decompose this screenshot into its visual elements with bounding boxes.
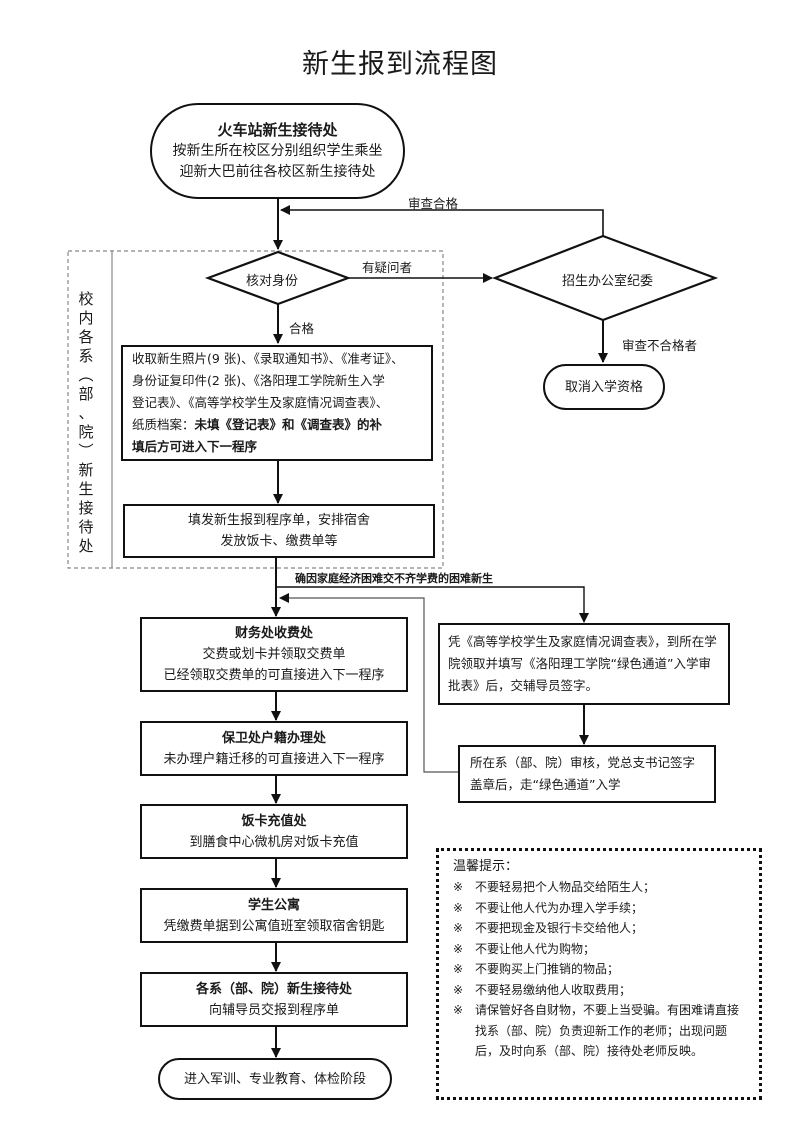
cancel-admission-node: 取消入学资格 [543,364,665,410]
issue-forms-node: 填发新生报到程序单，安排宿舍 发放饭卡、缴费单等 [123,504,435,558]
tip-item: ※ 不要轻易把个人物品交给陌生人； [453,877,745,898]
tip-item: ※ 不要把现金及银行卡交给他人； [453,918,745,939]
green-channel-apply-node: 凭《高等学校学生及家庭情况调查表》，到所在学院领取并填写《洛阳理工学院“绿色通道… [438,623,730,705]
department-title: 各系（部、院）新生接待处 [195,981,352,997]
arrow-green-return [279,593,458,773]
collect-line-5: 填后方可进入下一程序 [132,439,258,454]
swimlane-char: 接 [78,499,94,517]
tip-text: 不要轻易缴纳他人收取费用； [475,982,632,997]
green-approve-text: 所在系（部、院）审核，党总支书记签字盖章后，走“绿色通道”入学 [470,755,696,792]
swimlane-char: 系 [78,347,94,365]
tips-box: 温馨提示： ※ 不要轻易把个人物品交给陌生人； ※ 不要让他人代为办理入学手续； ※ 不要… [436,848,762,1100]
issue-line-1: 填发新生报到程序单，安排宿舍 [187,513,370,528]
collect-line-2: 身份证复印件(2 张)、《洛阳理工学院新生入学 [132,373,385,388]
label-review-fail: 审查不合格者 [622,338,698,353]
swimlane-char: 校 [78,290,94,308]
admissions-office-diamond [491,234,719,322]
reference-mark-icon: ※ [453,962,464,976]
station-reception-node: 火车站新生接待处 按新生所在校区分别组织学生乘坐 迎新大巴前往各校区新生接待处 [150,103,405,199]
swimlane-char: 待 [78,518,94,536]
admissions-office-label: 招生办公室纪委 [562,274,654,289]
tip-text: 不要轻易把个人物品交给陌生人； [475,880,656,894]
reference-mark-icon: ※ [453,900,464,915]
label-suspicious: 有疑问者 [362,260,413,275]
dormitory-line-1: 凭缴费单据到公寓值班室领取宿舍钥匙 [163,918,385,934]
swimlane-char: ︵ [78,366,94,384]
swimlane-char: 内 [78,309,94,327]
meal-card-node: 饭卡充值处 到膳食中心微机房对饭卡充值 [140,804,408,859]
swimlane-char: ︶ [78,442,94,460]
dormitory-node: 学生公寓 凭缴费单据到公寓值班室领取宿舍钥匙 [140,888,408,943]
station-line-1: 按新生所在校区分别组织学生乘坐 [172,143,383,159]
security-node: 保卫处户籍办理处 未办理户籍迁移的可直接进入下一程序 [140,721,408,776]
finance-title: 财务处收费处 [234,626,313,641]
page-title: 新生报到流程图 [302,49,498,80]
department-node: 各系（部、院）新生接待处 向辅导员交报到程序单 [140,972,408,1027]
verify-identity-label: 核对身份 [246,274,299,289]
tip-item: ※ 不要轻易缴纳他人收取费用； [453,980,745,1001]
swimlane-char: 部 [78,385,94,403]
arrow-review-pass [280,205,604,236]
swimlane-char: 院 [78,423,94,441]
label-review-pass: 审查合格 [408,196,459,211]
tip-text: 不要让他人代为购物； [475,941,596,956]
collect-documents-node: 收取新生照片(9 张)、《录取通知书》、《准考证》、 身份证复印件(2 张)、《… [121,345,433,461]
tip-item: ※ 不要让他人代为办理入学手续； [453,898,745,919]
swimlane-char: 、 [78,404,94,422]
final-stage-node: 进入军训、专业教育、体检阶段 [158,1058,392,1100]
arrow-hardship [276,586,589,623]
label-qualified: 合格 [289,321,315,336]
collect-line-4-bold: 未填《登记表》和《调查表》的补 [194,417,383,432]
collect-line-4-normal: 纸质档案： [132,417,195,432]
tip-text: 不要让他人代为办理入学手续； [475,900,644,915]
station-line-2: 迎新大巴前往各校区新生接待处 [179,164,376,180]
final-stage-label: 进入军训、专业教育、体检阶段 [183,1071,366,1087]
finance-line-1: 交费或划卡并领取交费单 [202,647,346,662]
tip-text: 不要把现金及银行卡交给他人； [475,921,644,935]
finance-line-2: 已经领取交费单的可直接进入下一程序 [163,668,385,683]
tip-item: ※ 请保管好各自财物，不要上当受骗。有困难请直接找系（部、院）负责迎新工作的老师；… [453,1000,745,1062]
tips-list: ※ 不要轻易把个人物品交给陌生人； ※ 不要让他人代为办理入学手续； ※ 不要把现金及银行… [453,877,745,1062]
swimlane-label: 校内各系︵部、院︶新生接待处 [74,290,98,556]
collect-line-4: 纸质档案：未填《登记表》和《调查表》的补 [132,414,382,436]
tips-heading: 温馨提示： [453,859,519,874]
cancel-admission-label: 取消入学资格 [564,379,643,395]
green-apply-text: 凭《高等学校学生及家庭情况调查表》，到所在学院领取并填写《洛阳理工学院“绿色通道… [448,634,717,693]
dormitory-title: 学生公寓 [247,897,300,913]
collect-line-1: 收取新生照片(9 张)、《录取通知书》、《准考证》、 [132,351,404,366]
swimlane-char: 生 [78,480,94,498]
reference-mark-icon: ※ [453,921,464,935]
green-channel-approve-node: 所在系（部、院）审核，党总支书记签字盖章后，走“绿色通道”入学 [458,745,716,803]
security-title: 保卫处户籍办理处 [221,730,326,746]
tip-text: 请保管好各自财物，不要上当受骗。有困难请直接找系（部、院）负责迎新工作的老师；出… [475,1003,740,1058]
finance-node: 财务处收费处 交费或划卡并领取交费单 已经领取交费单的可直接进入下一程序 [140,617,408,692]
tip-item: ※ 不要购买上门推销的物品； [453,959,745,980]
department-line-1: 向辅导员交报到程序单 [208,1002,339,1018]
reference-mark-icon: ※ [453,941,464,956]
security-line-1: 未办理户籍迁移的可直接进入下一程序 [163,751,385,767]
tip-item: ※ 不要让他人代为购物； [453,939,745,960]
reference-mark-icon: ※ [453,982,464,997]
collect-line-3: 登记表》、《高等学校学生及家庭情况调查表》、 [132,395,389,410]
swimlane-border [67,250,444,569]
reference-mark-icon: ※ [453,1003,464,1017]
reference-mark-icon: ※ [453,880,464,894]
tip-text: 不要购买上门推销的物品； [475,962,620,976]
meal-card-line-1: 到膳食中心微机房对饭卡充值 [189,834,359,850]
station-title: 火车站新生接待处 [217,121,338,139]
swimlane-char: 新 [78,461,94,479]
meal-card-title: 饭卡充值处 [241,813,307,829]
swimlane-char: 各 [78,328,94,346]
issue-line-2: 发放饭卡、缴费单等 [220,534,338,549]
swimlane-char: 处 [78,537,94,555]
label-hardship: 确因家庭经济困难交不齐学费的困难新生 [295,572,493,585]
